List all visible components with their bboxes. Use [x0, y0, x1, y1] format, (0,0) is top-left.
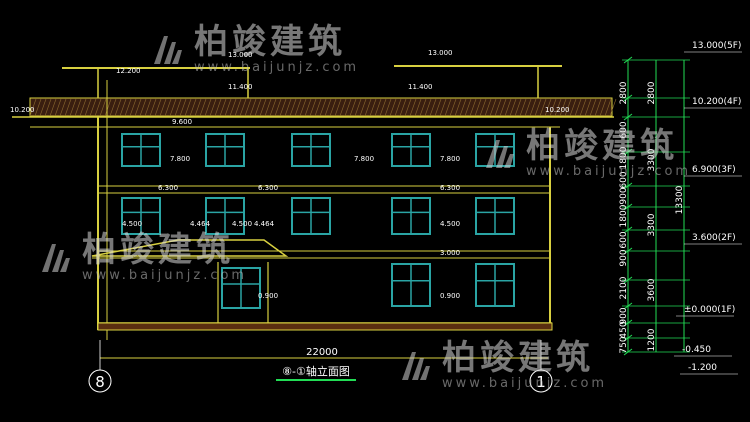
window — [391, 133, 431, 167]
dim-inner: 1800 — [619, 146, 629, 169]
window — [475, 133, 515, 167]
elevation-label: 4.464 — [254, 220, 275, 228]
porch-roof — [91, 239, 289, 257]
dim-inner: 2800 — [619, 81, 629, 104]
dim-inner: 2100 — [619, 276, 629, 299]
level-mark: 3.600(2F) — [692, 233, 736, 243]
window-grid — [121, 133, 515, 309]
elevation-label: 6.300 — [440, 184, 460, 192]
axis-8-label: 8 — [95, 373, 105, 391]
elevation-label: 11.400 — [408, 83, 433, 91]
level-mark: -0.450 — [682, 345, 711, 355]
dim-inner: 1800 — [619, 204, 629, 227]
dim-outer: 13300 — [675, 185, 685, 214]
dim-inner: 900 — [619, 307, 629, 324]
drawing-title: ⑧-①轴立面图 — [282, 364, 350, 378]
elevation-label: 12.200 — [116, 67, 141, 75]
dim-inner: 900 — [619, 187, 629, 204]
elevation-label: 6.300 — [158, 184, 178, 192]
elevation-label: 6.300 — [258, 184, 278, 192]
dim-inner: 900 — [619, 249, 629, 266]
window — [121, 197, 161, 235]
dim-inner: 450 — [619, 321, 629, 338]
window — [391, 263, 431, 307]
level-mark: ±0.000(1F) — [684, 305, 735, 315]
elevation-label: 10.200 — [10, 106, 35, 114]
window — [221, 267, 261, 309]
elevation-label: 7.800 — [440, 155, 460, 163]
elevation-label: 4.500 — [440, 220, 460, 228]
building-structure — [12, 65, 617, 359]
window — [121, 133, 161, 167]
dim-inner: 600 — [619, 171, 629, 188]
dim-middle: 1200 — [647, 328, 657, 351]
elevation-label: 9.600 — [172, 118, 192, 126]
window — [475, 197, 515, 235]
window — [291, 197, 331, 235]
level-mark: 6.900(3F) — [692, 165, 736, 175]
dim-middle: 2800 — [647, 81, 657, 104]
window — [205, 197, 245, 235]
level-mark: -1.200 — [688, 363, 717, 373]
dim-middle: 3600 — [647, 278, 657, 301]
elevation-label: 4.500 — [122, 220, 142, 228]
elevation-label: 7.800 — [170, 155, 190, 163]
dim-inner: 750 — [619, 336, 629, 353]
elevation-label: 13.000 — [428, 49, 453, 57]
axis-1-label: 1 — [536, 373, 546, 391]
elevation-label: 0.900 — [440, 292, 460, 300]
overall-width-dimension: 22000 — [306, 347, 338, 358]
elevation-label: 11.400 — [228, 83, 253, 91]
window — [391, 197, 431, 235]
elevation-label: 7.800 — [354, 155, 374, 163]
window — [475, 263, 515, 307]
level-dimension-chain — [622, 56, 690, 356]
dim-middle: 3300 — [647, 213, 657, 236]
elevation-label: 4.464 — [190, 220, 211, 228]
elevation-label: 3.000 — [440, 249, 460, 257]
dim-inner: 600 — [619, 231, 629, 248]
dim-middle: 3300 — [647, 148, 657, 171]
elevation-label: 10.200 — [545, 106, 570, 114]
window — [291, 133, 331, 167]
level-mark: 13.000(5F) — [692, 41, 741, 51]
elevation-label: 4.500 — [232, 220, 252, 228]
level-mark: 10.200(4F) — [692, 97, 741, 107]
dim-inner: 600 — [619, 121, 629, 138]
elevation-label: 0.900 — [258, 292, 278, 300]
window — [205, 133, 245, 167]
elevation-label: 13.000 — [228, 51, 253, 59]
